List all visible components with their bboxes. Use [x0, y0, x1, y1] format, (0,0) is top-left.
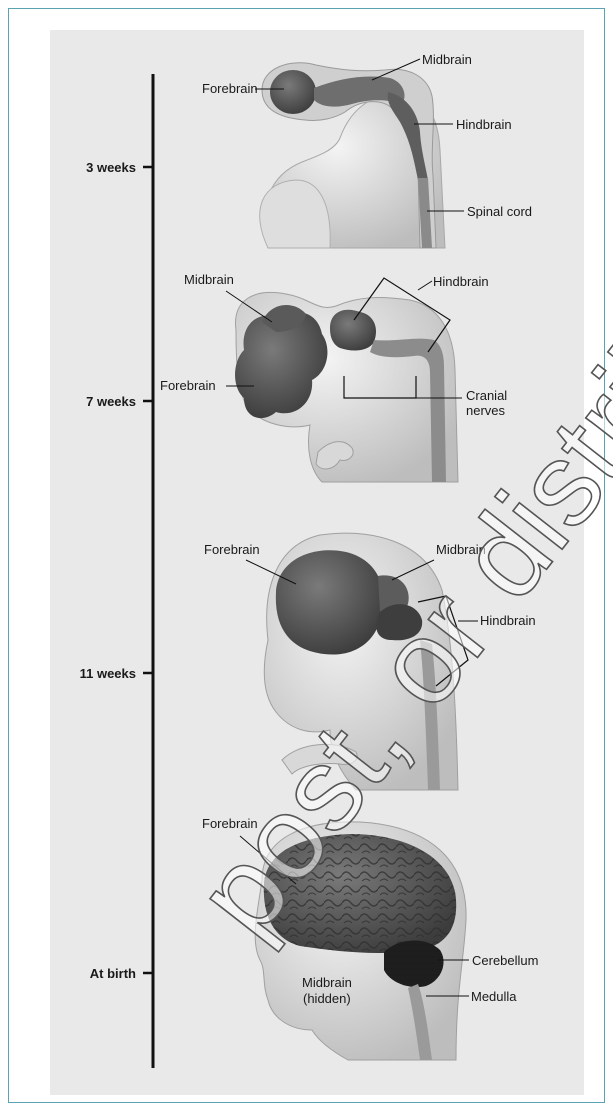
- timeline: 3 weeks 7 weeks 11 weeks At birth: [80, 74, 153, 1068]
- embryo-7-weeks: [235, 293, 458, 483]
- label-midbrain-7w: Midbrain: [184, 272, 234, 287]
- leader-hindbrain-7w: [418, 281, 432, 290]
- stage-label-3-weeks: 3 weeks: [86, 160, 136, 175]
- label-forebrain-11w: Forebrain: [204, 542, 260, 557]
- stage-label-7-weeks: 7 weeks: [86, 394, 136, 409]
- label-cerebellum-birth: Cerebellum: [472, 953, 538, 968]
- label-midbrain-3w: Midbrain: [422, 52, 472, 67]
- label-hindbrain-7w: Hindbrain: [433, 274, 489, 289]
- label-cranial-nerves-7w-line1: Cranial: [466, 388, 507, 403]
- label-forebrain-7w: Forebrain: [160, 378, 216, 393]
- label-midbrain-birth-line2: (hidden): [303, 991, 351, 1006]
- stage-label-at-birth: At birth: [90, 966, 136, 981]
- embryo-3-weeks: [260, 63, 445, 248]
- label-medulla-birth: Medulla: [471, 989, 517, 1004]
- label-midbrain-birth-line1: Midbrain: [302, 975, 352, 990]
- label-hindbrain-3w: Hindbrain: [456, 117, 512, 132]
- label-cranial-nerves-7w-line2: nerves: [466, 403, 506, 418]
- label-spinal-cord-3w: Spinal cord: [467, 204, 532, 219]
- label-forebrain-3w: Forebrain: [202, 81, 258, 96]
- forebrain-3w: [270, 70, 316, 114]
- stage-label-11-weeks: 11 weeks: [80, 666, 136, 681]
